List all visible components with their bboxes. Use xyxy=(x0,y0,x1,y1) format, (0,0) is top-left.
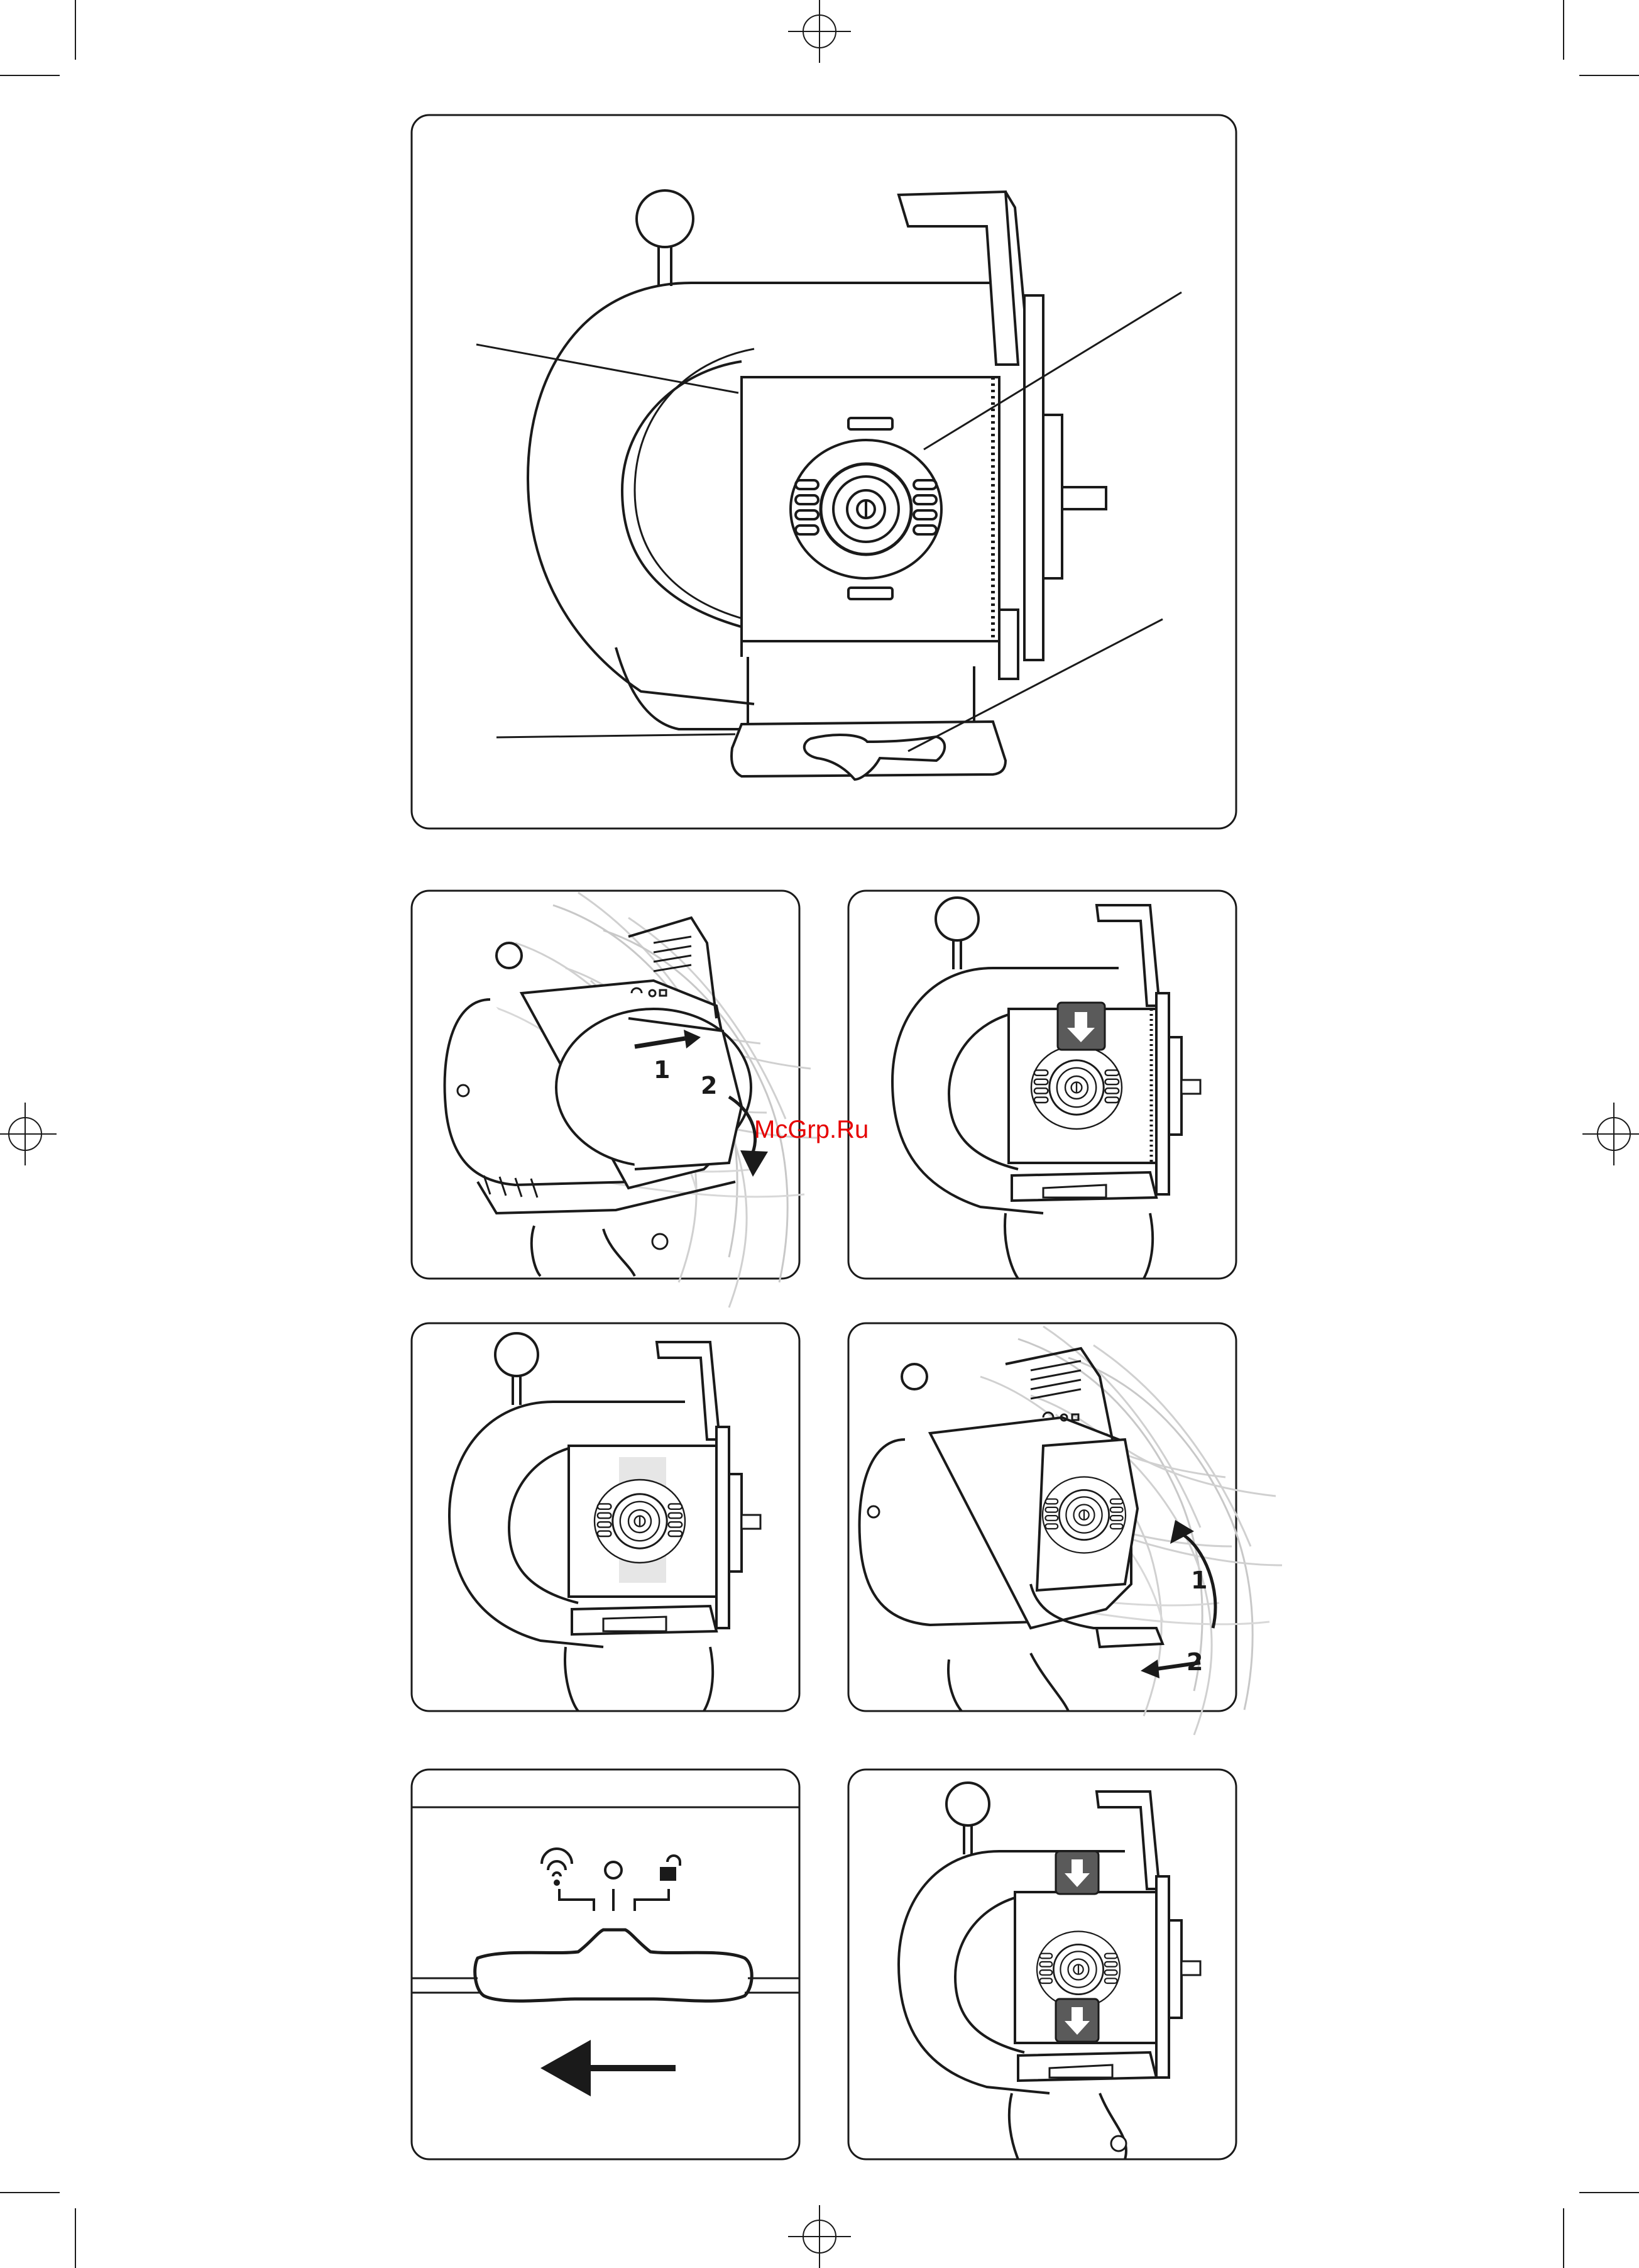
step-1-label: 1 xyxy=(654,1056,670,1084)
panel-switch-detail xyxy=(412,1770,799,2159)
arrow-down-icon xyxy=(1058,1003,1105,1050)
step-1-label: 1 xyxy=(1191,1566,1207,1594)
panel-press-both xyxy=(848,1770,1236,2159)
step-2-label: 2 xyxy=(1187,1648,1203,1676)
arrow-down-icon xyxy=(1056,1999,1099,2042)
step-2-label: 2 xyxy=(701,1072,717,1099)
arrow-down-icon xyxy=(1056,1851,1099,1894)
panel-press-top xyxy=(848,891,1236,1279)
panel-remove-front: 1 2 xyxy=(412,891,817,1307)
watermark-text: McGrp.Ru xyxy=(754,1116,869,1144)
panel-overview xyxy=(412,115,1236,828)
panel-refit-front: 1 2 xyxy=(848,1323,1282,1735)
panel-mounted xyxy=(412,1323,799,1711)
